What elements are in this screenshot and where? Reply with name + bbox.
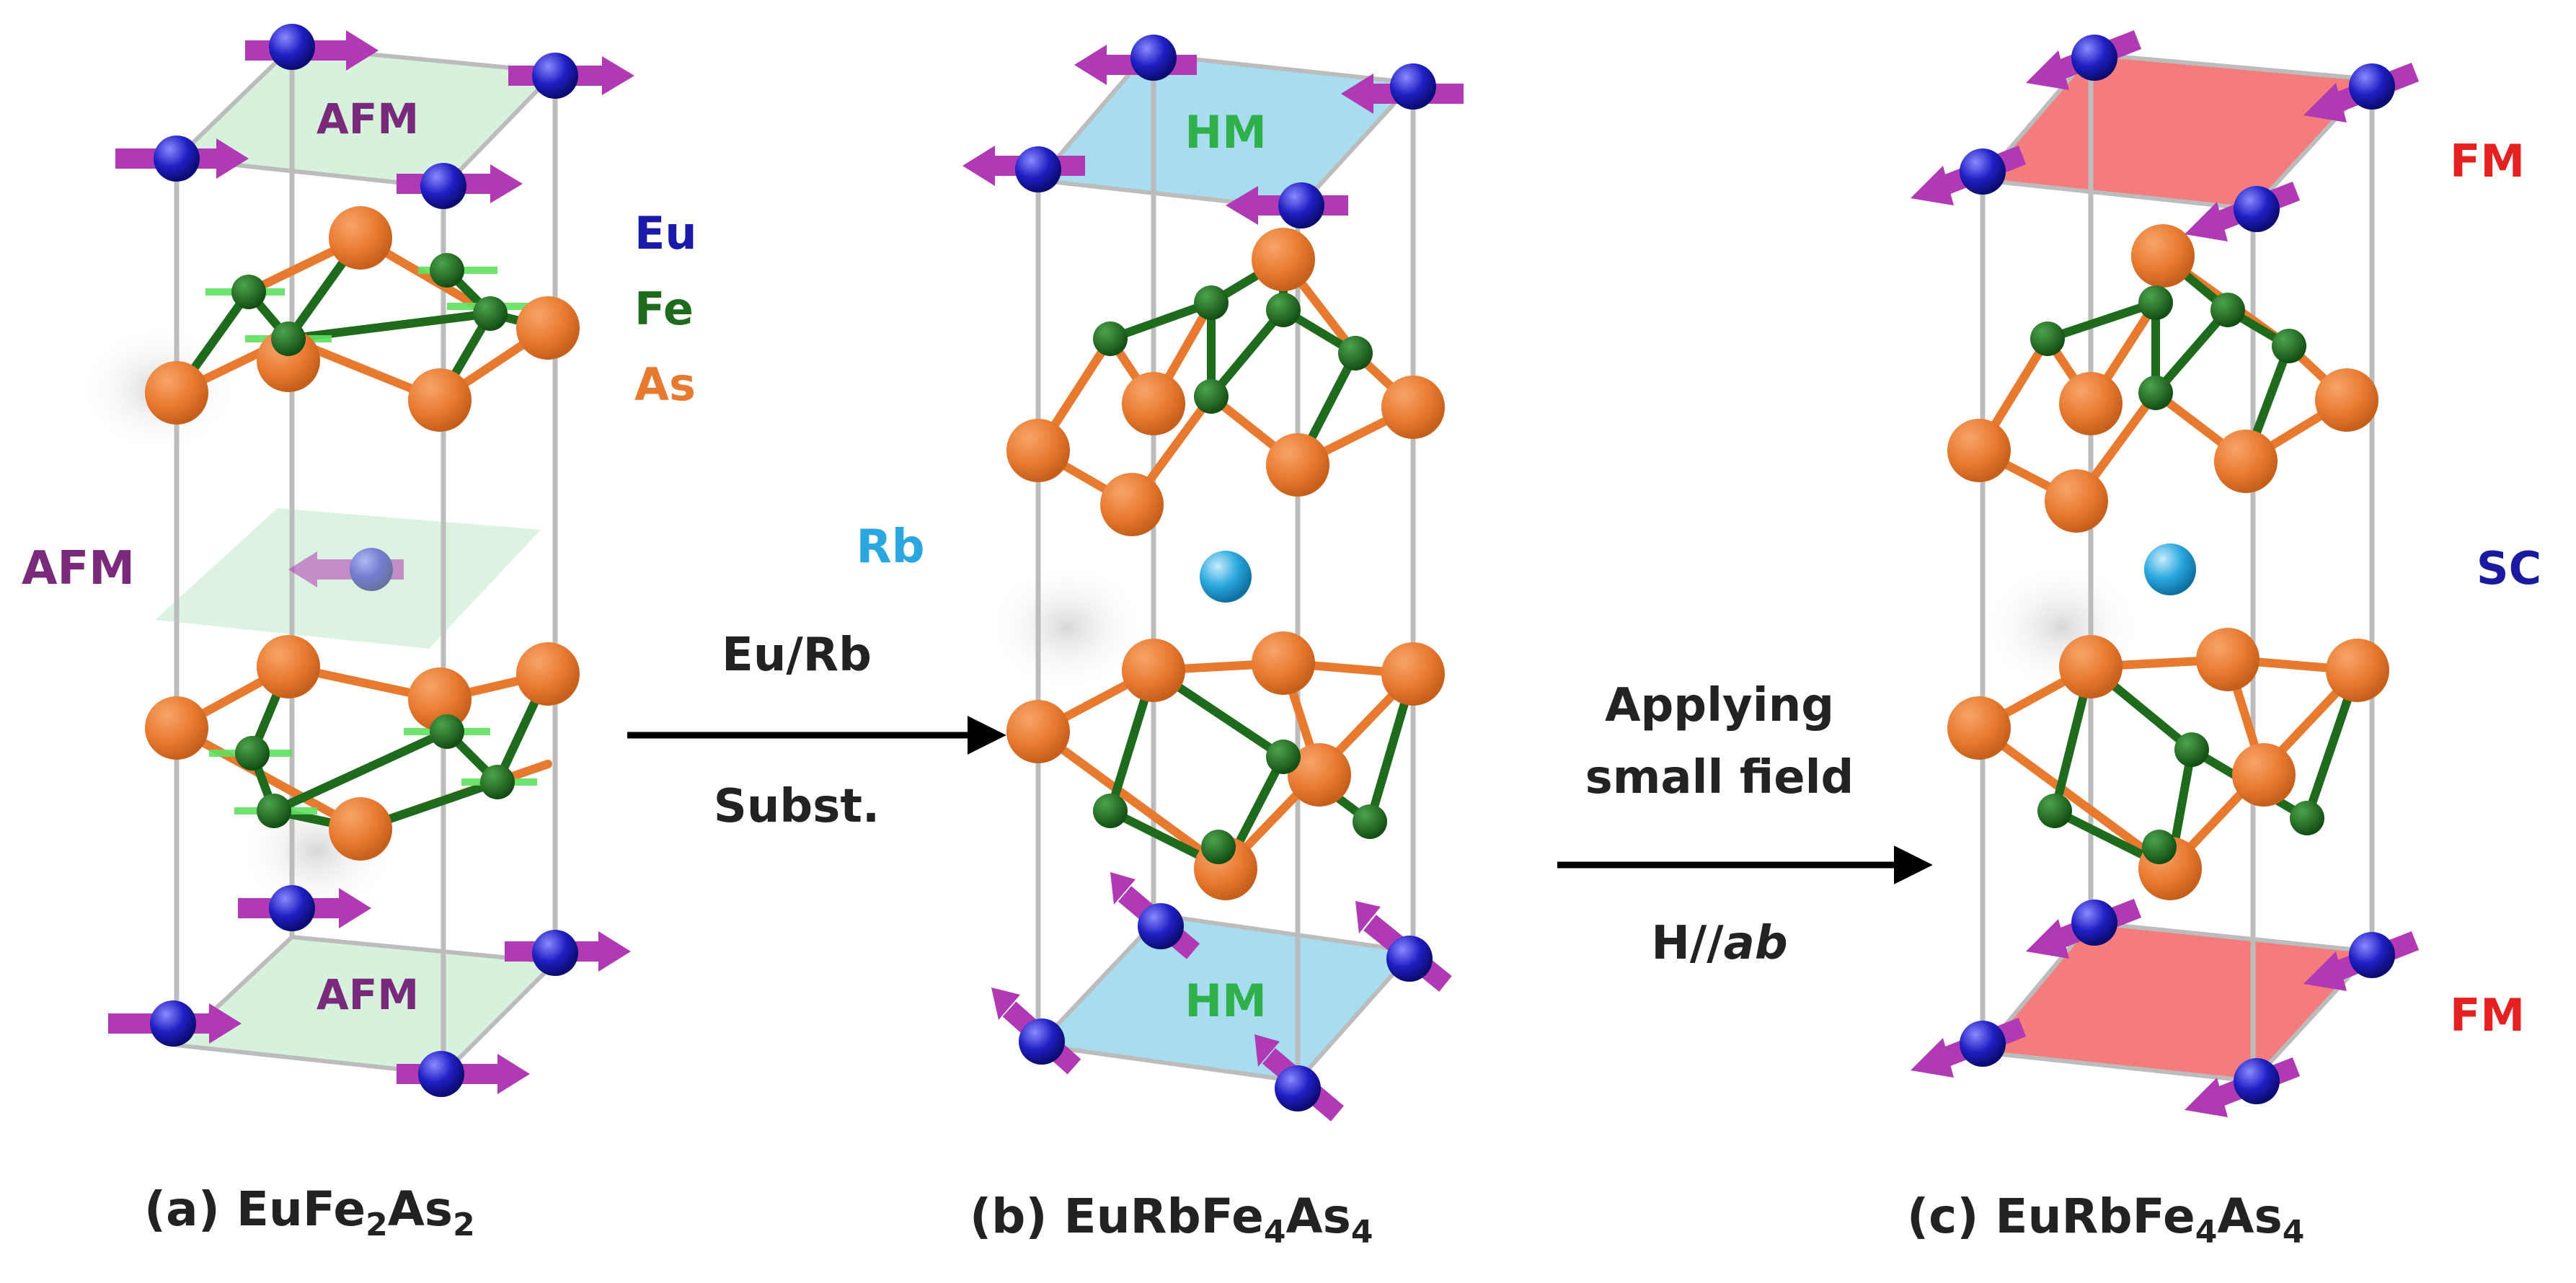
rb-atom-c: [2144, 543, 2196, 595]
panel-b-top-plane-label: HM: [1185, 106, 1267, 159]
panel-c-top-side-label: FM: [2450, 135, 2525, 187]
panel-c-structure: [1911, 30, 2420, 1117]
arrow1-bottom-label: Subst.: [714, 780, 880, 833]
panel-c-side-label: SC: [2477, 542, 2541, 595]
legend-as: As: [634, 358, 696, 411]
panel-a-structure: [79, 24, 634, 1097]
arrow2-top-label-line2: small field: [1585, 751, 1854, 804]
panel-b-structure: [962, 35, 1464, 1122]
panel-a-side-label: AFM: [22, 542, 135, 595]
legend-eu: Eu: [634, 207, 697, 259]
panel-a-caption: (a) EuFe2As2: [144, 1181, 475, 1243]
arrow1-top-label: Eu/Rb: [722, 629, 872, 682]
panel-b-caption: (b) EuRbFe4As4: [970, 1189, 1373, 1251]
legend-rb: Rb: [856, 520, 924, 574]
arrow2-bottom-label: H//ab: [1651, 917, 1787, 970]
panel-c-bottom-side-label: FM: [2450, 989, 2525, 1042]
panel-c-caption: (c) EuRbFe4As4: [1907, 1189, 2304, 1251]
arrow2-top-label-line1: Applying: [1605, 679, 1834, 732]
legend-fe: Fe: [634, 283, 694, 335]
rb-atom-b: [1200, 551, 1252, 603]
panel-a-top-plane-label: AFM: [317, 94, 419, 143]
panel-a-bottom-plane-label: AFM: [317, 970, 419, 1019]
panel-b-bottom-plane-label: HM: [1185, 975, 1267, 1027]
